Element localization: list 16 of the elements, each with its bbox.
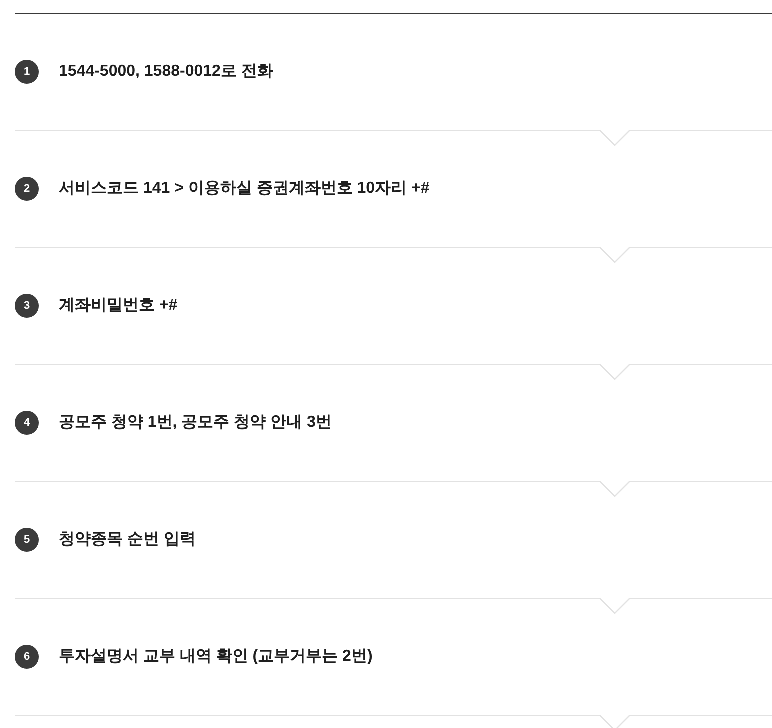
step-number: 5	[15, 528, 39, 552]
chevron-arrow	[600, 247, 630, 264]
step-text: 투자설명서 교부 내역 확인 (교부거부는 2번)	[59, 647, 373, 667]
step-number: 2	[15, 177, 39, 201]
step-text: 1544-5000, 1588-0012로 전화	[59, 62, 274, 82]
step-text: 청약종목 순번 입력	[59, 530, 196, 550]
chevron-arrow	[600, 598, 630, 614]
step-text: 계좌비밀번호 +#	[59, 296, 178, 316]
step-number: 4	[15, 411, 39, 435]
step-number: 3	[15, 294, 39, 318]
step-text: 서비스코드 141 > 이용하실 증권계좌번호 10자리 +#	[59, 179, 430, 199]
step-number: 6	[15, 645, 39, 669]
chevron-arrow	[600, 364, 630, 380]
chevron-arrow	[600, 481, 630, 498]
step-number: 1	[15, 60, 39, 84]
step-text: 공모주 청약 1번, 공모주 청약 안내 3번	[59, 413, 332, 433]
